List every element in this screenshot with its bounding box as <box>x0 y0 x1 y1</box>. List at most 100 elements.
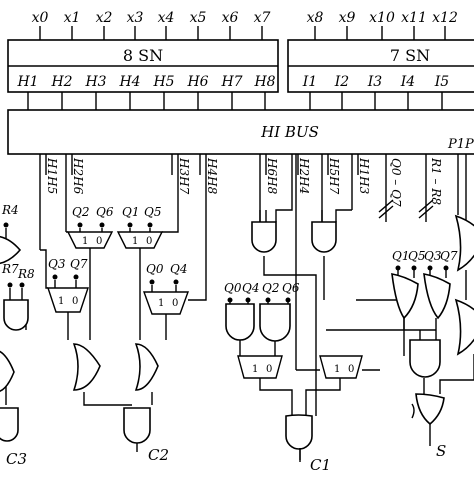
mux-middle-2: 1 0 <box>319 355 363 379</box>
mux-left-4: 1 0 <box>143 291 189 315</box>
mux-input-label: 0 <box>348 364 354 375</box>
reg-label: R4 <box>1 203 19 217</box>
input-label: x0 <box>32 10 49 26</box>
mux-input-label: 1 <box>132 236 138 247</box>
bus-bundle-label: Q0 – Q7 <box>389 158 403 207</box>
reg-label: Q1 <box>392 249 409 263</box>
sn-output-label: H3 <box>84 74 106 90</box>
input-label: x12 <box>432 10 458 26</box>
input-label: x9 <box>339 10 356 26</box>
output-wires <box>136 440 431 462</box>
and-gate <box>409 339 441 378</box>
reg-label: Q2 <box>262 281 279 295</box>
reg-label: Q3 <box>48 257 66 271</box>
middle-wiring <box>229 154 436 460</box>
mux-left-3: 1 0 <box>47 287 89 313</box>
tap-label: H2H6 <box>71 157 85 195</box>
mux-input-label: 1 <box>252 364 258 375</box>
and-gate <box>311 221 337 253</box>
tap-label: H4H8 <box>205 157 219 195</box>
right-gates <box>391 214 474 426</box>
bus-bundle-slashes <box>378 199 434 219</box>
reg-label: Q4 <box>242 281 259 295</box>
tap-label: H1H3 <box>357 157 371 195</box>
sn-outputs-right: I1 I2 I3 I4 I5 <box>302 74 450 90</box>
left-wiring <box>5 215 207 440</box>
sn-label: 7 SN <box>390 46 430 65</box>
middle-register-taps: Q0 Q4 Q2 Q6 <box>224 281 300 303</box>
and-gate <box>0 407 19 442</box>
output-label-c3: C3 <box>6 450 27 468</box>
mux-middle-1: 1 0 <box>237 355 283 379</box>
tap-label: H2H4 <box>297 157 311 194</box>
output-label-c2: C2 <box>148 446 169 464</box>
sn-output-label: H2 <box>50 74 72 90</box>
output-label-s: S <box>436 442 446 460</box>
sn-output-label: H6 <box>186 74 208 90</box>
sn-output-label: H5 <box>152 74 174 90</box>
sn-label: 8 SN <box>123 46 163 65</box>
right-wiring <box>397 270 474 440</box>
and-gate <box>251 221 277 253</box>
input-label: x11 <box>401 10 427 26</box>
mux-input-label: 1 <box>82 236 88 247</box>
input-label: x6 <box>222 10 239 26</box>
input-label: x4 <box>158 10 175 26</box>
or-gate <box>454 298 474 356</box>
or-gate <box>134 343 159 391</box>
input-label: x10 <box>369 10 395 26</box>
output-labels: C3 C2 C1 S <box>6 442 446 474</box>
output-label-c1: C1 <box>310 456 331 474</box>
reg-label: Q2 <box>72 205 89 219</box>
reg-label: Q3 <box>424 249 442 263</box>
and-gate <box>3 299 29 331</box>
xor-gate <box>415 393 445 426</box>
left-gates <box>0 235 159 444</box>
mux-input-label: 1 <box>334 364 340 375</box>
sn-to-bus-wires <box>27 92 443 110</box>
mux-input-label: 1 <box>58 296 64 307</box>
or-gate <box>454 214 474 272</box>
and-gate <box>123 407 151 444</box>
sn-output-label: H8 <box>253 74 275 90</box>
reg-label: Q7 <box>70 257 88 271</box>
sn-output-label: H4 <box>118 74 140 90</box>
sn-output-label: I3 <box>367 74 383 90</box>
mux-input-label: 0 <box>72 296 78 307</box>
reg-label: R7 <box>1 262 19 276</box>
tap-label: H3H7 <box>177 157 191 195</box>
mux-input-label: 0 <box>146 236 152 247</box>
mux-input-label: 1 <box>158 298 164 309</box>
reg-label: Q7 <box>440 249 458 263</box>
sn-output-label: I5 <box>434 74 450 90</box>
or-gate <box>391 273 419 320</box>
reg-label: Q6 <box>282 281 300 295</box>
bus-label: HI BUS <box>260 123 319 141</box>
sn-outputs-left: H1 H2 H3 H4 H5 H6 H7 H8 <box>16 74 275 90</box>
top-input-labels: x0 x1 x2 x3 x4 x5 x6 x7 x8 x9 x10 x11 x1… <box>32 10 458 26</box>
tap-label: H5H7 <box>327 157 341 195</box>
bus-edge-label: P1P <box>447 137 474 152</box>
input-label: x3 <box>127 10 144 26</box>
or-gate <box>0 350 15 392</box>
mux-input-label: 0 <box>172 298 178 309</box>
input-wires <box>39 26 446 40</box>
reg-label: Q5 <box>408 249 425 263</box>
mux-input-label: 0 <box>266 364 272 375</box>
reg-label: Q4 <box>170 262 187 276</box>
mux-left-2: 1 0 <box>116 231 164 249</box>
or-gate <box>423 273 451 320</box>
input-label: x2 <box>96 10 113 26</box>
and-gate <box>225 303 255 341</box>
or-gate <box>285 414 313 450</box>
or-gate <box>72 343 101 391</box>
bus-bundle-label: R1 – R8 <box>429 157 443 205</box>
register-taps: R4 R7 R8 Q2 Q6 Q1 Q5 Q3 Q7 Q0 Q4 <box>1 203 187 288</box>
sn-output-label: H1 <box>16 74 38 90</box>
mux-input-label: 0 <box>96 236 102 247</box>
middle-gates <box>225 221 337 450</box>
reg-label: Q6 <box>96 205 114 219</box>
and-gate <box>259 303 291 342</box>
